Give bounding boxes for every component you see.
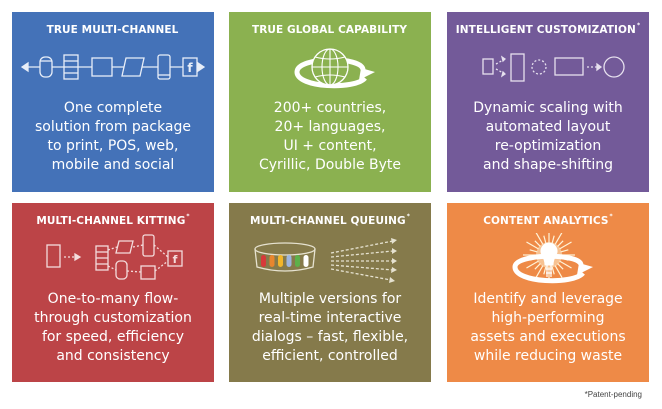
queue-disc-icon bbox=[229, 233, 431, 283]
patent-footnote: *Patent-pending bbox=[584, 390, 642, 399]
light-ray bbox=[557, 240, 564, 247]
tile-intelligent-customization: INTELLIGENT CUSTOMIZATION* Dynamic scali… bbox=[447, 12, 649, 192]
queue-color-bar bbox=[295, 255, 300, 267]
light-ray bbox=[534, 263, 541, 270]
light-ray bbox=[534, 240, 541, 247]
lightbulb-cycle-icon bbox=[447, 233, 649, 284]
light-ray bbox=[554, 265, 563, 278]
tile-content-analytics: CONTENT ANALYTICS* Identify and leverage… bbox=[447, 203, 649, 382]
light-ray bbox=[526, 260, 539, 269]
light-ray bbox=[551, 235, 555, 244]
queue-color-bar bbox=[269, 255, 275, 267]
queue-color-bar bbox=[286, 255, 292, 267]
light-ray bbox=[559, 260, 572, 269]
light-ray bbox=[543, 235, 547, 244]
svg-text:f: f bbox=[187, 61, 193, 75]
light-ray bbox=[526, 241, 539, 250]
tile-title: MULTI-CHANNEL QUEUING* bbox=[250, 213, 410, 227]
globe-cycle-icon bbox=[229, 42, 431, 92]
queue-color-bar bbox=[303, 255, 309, 267]
queue-color-bar bbox=[261, 255, 266, 267]
light-ray bbox=[557, 263, 564, 270]
tile-multi-channel-kitting: MULTI-CHANNEL KITTING* f One-to-many flo… bbox=[12, 203, 214, 382]
tile-description: 200+ countries,20+ languages,UI + conten… bbox=[258, 100, 402, 173]
tile-true-global-capability: TRUE GLOBAL CAPABILITY 200+ countries,20… bbox=[229, 12, 431, 192]
shape-shift-icon bbox=[447, 42, 649, 92]
tile-multi-channel-queuing: MULTI-CHANNEL QUEUING* Multiple versions… bbox=[229, 203, 431, 382]
light-ray bbox=[554, 233, 563, 245]
tile-title: MULTI-CHANNEL KITTING* bbox=[36, 213, 190, 227]
tile-title: INTELLIGENT CUSTOMIZATION* bbox=[455, 22, 641, 36]
light-ray bbox=[560, 249, 569, 253]
tile-title: TRUE GLOBAL CAPABILITY bbox=[251, 24, 408, 36]
tile-title: CONTENT ANALYTICS* bbox=[483, 213, 613, 227]
svg-text:f: f bbox=[173, 253, 178, 266]
queue-color-bar bbox=[278, 255, 283, 267]
kitting-network-icon: f bbox=[12, 233, 214, 283]
light-ray bbox=[559, 241, 572, 250]
light-ray bbox=[529, 249, 538, 253]
light-ray bbox=[535, 265, 544, 278]
channel-chain-icon: f bbox=[12, 42, 214, 92]
tile-title: TRUE MULTI-CHANNEL bbox=[46, 24, 179, 36]
light-ray bbox=[535, 233, 544, 245]
light-ray bbox=[543, 266, 547, 275]
light-ray bbox=[551, 266, 555, 275]
